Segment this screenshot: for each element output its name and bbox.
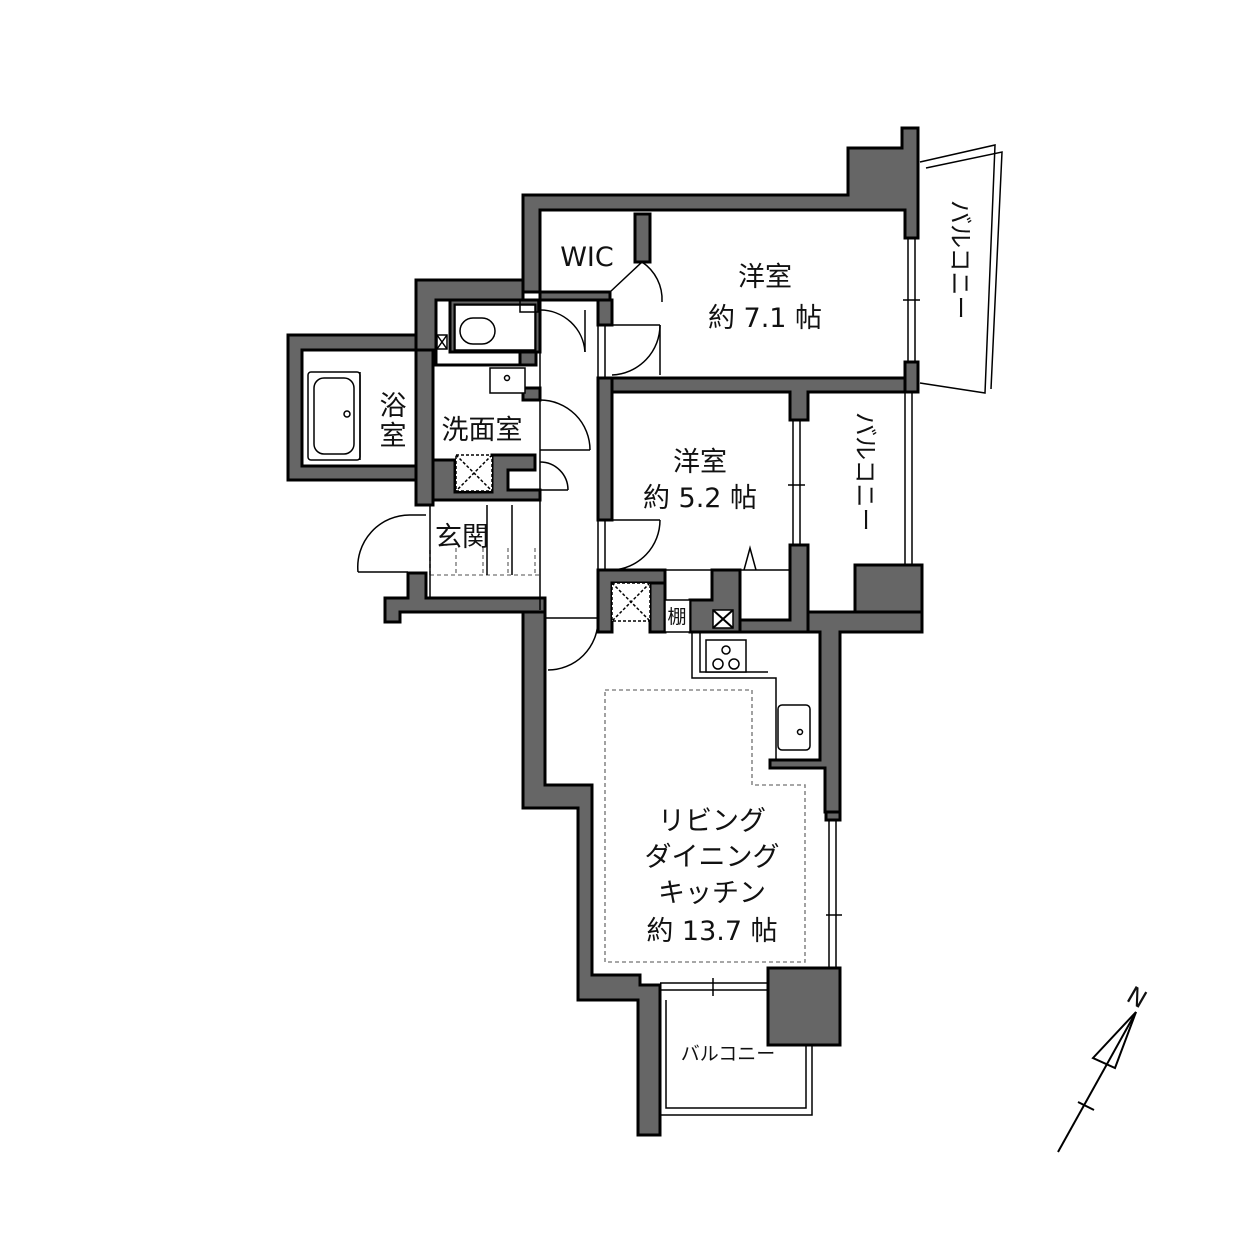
- entrance-label: 玄関: [435, 522, 489, 553]
- ldk-label-3: キッチン: [658, 878, 766, 909]
- compass: N: [1057, 981, 1152, 1153]
- bedroom1-name: 洋室: [738, 262, 792, 293]
- ldk-label-1: リビング: [658, 806, 766, 837]
- compass-needle-line: [1057, 1011, 1137, 1153]
- room-labels: WIC 洋室 約 7.1 帖 洋室 約 5.2 帖 浴 室 洗面室 玄関 棚 リ…: [380, 242, 823, 947]
- washroom-label: 洗面室: [442, 415, 523, 446]
- ldk-size: 約 13.7 帖: [646, 916, 777, 947]
- balcony-east-label: バルコニー: [851, 412, 879, 532]
- balcony-northeast-label: バルコニー: [946, 200, 974, 320]
- shelf-label: 棚: [667, 606, 686, 628]
- fixtures: [307, 299, 811, 963]
- bedroom2-name: 洋室: [673, 447, 727, 478]
- door-swings: [357, 261, 663, 671]
- wic-label: WIC: [560, 242, 614, 273]
- bath-label-2: 室: [380, 421, 407, 452]
- bedroom1-size: 約 7.1 帖: [708, 303, 822, 334]
- bedroom2-size: 約 5.2 帖: [643, 483, 757, 514]
- compass-north-label: N: [1122, 981, 1152, 1014]
- balcony-labels: バルコニー バルコニー バルコニー: [681, 200, 974, 1065]
- bath-label-1: 浴: [380, 391, 407, 422]
- ldk-label-2: ダイニング: [645, 842, 780, 873]
- balcony-south-label: バルコニー: [681, 1043, 776, 1065]
- windows: [660, 238, 920, 996]
- compass-arrow-icon: [1091, 1011, 1137, 1070]
- walls: [286, 126, 924, 1137]
